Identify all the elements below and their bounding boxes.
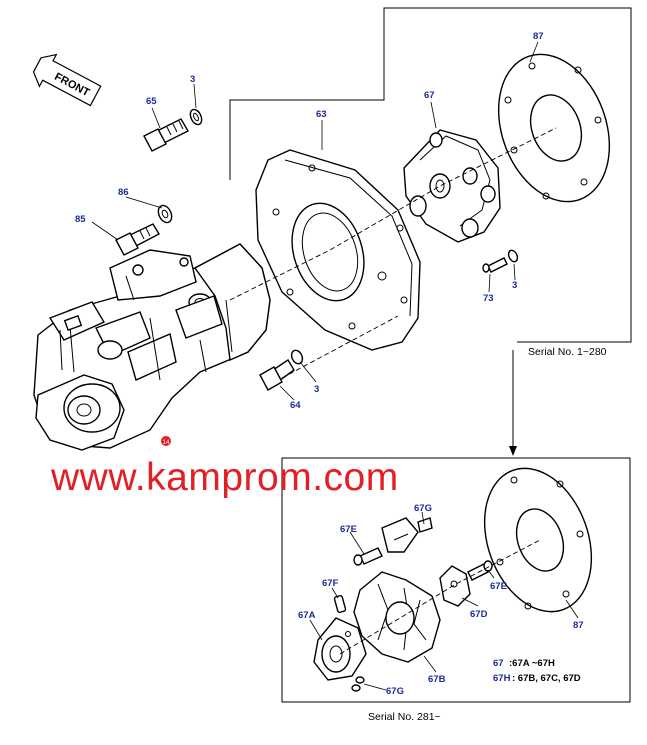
label-87-top: 87: [533, 31, 544, 42]
bolt-67e-left: [353, 547, 383, 566]
label-67g-bottom: 67G: [386, 686, 404, 697]
screws-67g-bottom: [351, 676, 365, 692]
serial-bottom-label: Serial No. 281~: [368, 711, 441, 723]
front-arrow-icon: FRONT: [32, 53, 102, 107]
coupling-67: [403, 129, 501, 243]
assembly-axis-bottom: [339, 539, 541, 655]
bolt-64: [259, 359, 295, 391]
flange-plate-87-bottom: [483, 467, 593, 613]
screw-67f: [333, 594, 347, 614]
legend-text-2: : 67B, 67C, 67D: [512, 673, 581, 684]
legend-text-1: :67A ~67H: [509, 658, 555, 669]
bracket-67d: [439, 565, 471, 607]
label-67e-right: 67E: [490, 581, 507, 592]
label-63: 63: [316, 109, 327, 120]
label-85: 85: [75, 214, 86, 225]
label-65: 65: [146, 96, 157, 107]
label-86: 86: [118, 187, 129, 198]
label-3-mid: 3: [314, 384, 319, 395]
label-87-bottom: 87: [573, 620, 584, 631]
arrow-down-head: [509, 446, 517, 456]
svg-text:14: 14: [163, 440, 170, 446]
label-67e-left: 67E: [340, 524, 357, 535]
washer-3-mid: [290, 349, 304, 365]
label-67b: 67B: [428, 674, 446, 685]
label-3-top: 3: [190, 74, 195, 85]
label-64: 64: [290, 400, 301, 411]
bolt-65: [143, 118, 189, 152]
flange-plate-87-top: [497, 53, 611, 203]
legend-key-2: 67H: [493, 673, 511, 684]
frame-top-serial: [229, 7, 632, 343]
mounting-plate-63: [255, 149, 421, 351]
legend-key-1: 67: [493, 658, 504, 669]
bracket-67g-top: [381, 517, 433, 553]
elastic-element-67b: [353, 571, 441, 663]
label-67d: 67D: [470, 609, 488, 620]
washer-3-right: [507, 249, 519, 263]
label-67g-top: 67G: [414, 503, 432, 514]
label-67f: 67F: [322, 578, 339, 589]
serial-top-label: Serial No. 1~280: [528, 346, 607, 358]
label-67: 67: [424, 90, 435, 101]
hydraulic-pump: [33, 243, 271, 451]
bolt-73: [482, 257, 508, 273]
assembly-axis-mid: [281, 315, 399, 379]
bolt-85: [115, 223, 160, 256]
frame-bottom-serial: [281, 457, 631, 703]
marker-14: 14: [161, 436, 171, 446]
washer-86: [157, 204, 173, 224]
washer-3-top: [189, 108, 203, 126]
leader-lines: [91, 41, 579, 691]
label-73: 73: [483, 293, 494, 304]
label-3-right: 3: [512, 280, 517, 291]
hub-67a: [313, 617, 367, 681]
label-67a: 67A: [298, 610, 316, 621]
